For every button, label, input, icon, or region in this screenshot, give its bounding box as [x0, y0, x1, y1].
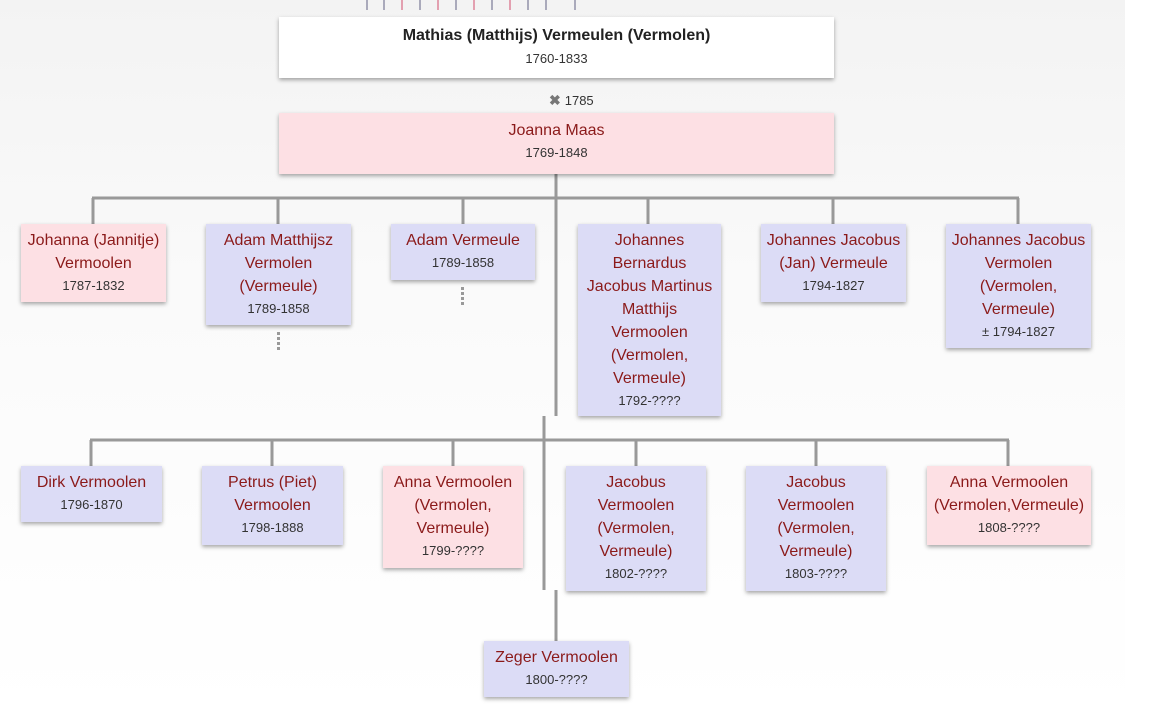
child-dates: 1787-1832 — [62, 278, 125, 293]
child-card[interactable]: Jacobus Vermoolen (Vermolen, Vermeule) 1… — [566, 466, 706, 591]
mother-card[interactable]: Joanna Maas 1769-1848 — [279, 113, 834, 174]
child-dates: 1792-???? — [618, 393, 681, 408]
child-dates: 1800-???? — [525, 672, 588, 687]
child-card[interactable]: Jacobus Vermoolen (Vermolen, Vermeule) 1… — [746, 466, 886, 591]
child-name: Johannes Jacobus (Jan) Vermeule — [766, 232, 901, 272]
child-card[interactable]: Adam Matthijsz Vermolen (Vermeule) 1789-… — [206, 224, 351, 325]
child-name: Dirk Vermoolen — [36, 474, 147, 491]
child-dates: 1796-1870 — [60, 497, 123, 512]
child-dates: 1789-1858 — [247, 301, 310, 316]
descendants-indicator[interactable] — [277, 332, 280, 350]
child-name: Petrus (Piet) Vermoolen — [228, 474, 317, 514]
child-dates: 1789-1858 — [431, 255, 495, 270]
child-card[interactable]: Dirk Vermoolen 1796-1870 — [21, 466, 162, 522]
child-card[interactable]: Adam Vermeule 1789-1858 — [391, 224, 535, 280]
child-card[interactable]: Petrus (Piet) Vermoolen 1798-1888 — [202, 466, 343, 545]
child-name: Johannes Jacobus Vermolen (Vermolen, Ver… — [951, 232, 1086, 318]
child-dates: 1794-1827 — [802, 278, 865, 293]
child-name: Jacobus Vermoolen (Vermolen, Vermeule) — [777, 474, 855, 560]
child-dates: 1808-???? — [977, 520, 1041, 535]
mother-name: Joanna Maas — [508, 122, 605, 139]
father-dates: 1760-1833 — [525, 51, 588, 66]
child-card[interactable]: Anna Vermoolen (Vermolen,Vermeule) 1808-… — [927, 466, 1091, 545]
child-name: Adam Matthijsz Vermolen (Vermeule) — [223, 232, 334, 295]
child-card[interactable]: Johanna (Jannitje) Vermoolen 1787-1832 — [21, 224, 166, 302]
child-name: Anna Vermoolen (Vermolen,Vermeule) — [933, 474, 1085, 514]
child-card[interactable]: Johannes Jacobus Vermolen (Vermolen, Ver… — [946, 224, 1091, 348]
child-name: Adam Vermeule — [406, 232, 520, 249]
child-dates: 1799-???? — [421, 543, 485, 558]
descendants-indicator[interactable] — [461, 287, 464, 305]
child-name: Jacobus Vermoolen (Vermolen, Vermeule) — [597, 474, 675, 560]
child-name: Anna Vermoolen (Vermolen, Vermeule) — [393, 474, 513, 537]
marriage-marker: ✖1785 — [549, 92, 594, 109]
child-card[interactable]: Johannes Bernardus Jacobus Martinus Matt… — [578, 224, 721, 416]
child-card[interactable]: Johannes Jacobus (Jan) Vermeule 1794-182… — [761, 224, 906, 302]
child-card[interactable]: Anna Vermoolen (Vermolen, Vermeule) 1799… — [383, 466, 523, 568]
child-dates: ± 1794-1827 — [982, 324, 1055, 339]
father-card[interactable]: Mathias (Matthijs) Vermeulen (Vermolen) … — [279, 17, 834, 78]
child-dates: 1803-???? — [784, 566, 848, 581]
child-dates: 1798-1888 — [241, 520, 304, 535]
marriage-year: 1785 — [564, 93, 594, 108]
right-margin — [1125, 0, 1170, 713]
child-name: Johanna (Jannitje) Vermoolen — [27, 232, 160, 272]
father-name: Mathias (Matthijs) Vermeulen (Vermolen) — [402, 27, 711, 44]
child-card[interactable]: Zeger Vermoolen 1800-???? — [484, 641, 629, 697]
marriage-x-icon: ✖ — [549, 92, 561, 108]
child-name: Zeger Vermoolen — [495, 649, 618, 666]
child-dates: 1802-???? — [604, 566, 668, 581]
child-name: Johannes Bernardus Jacobus Martinus Matt… — [586, 232, 713, 387]
mother-dates: 1769-1848 — [525, 145, 588, 160]
